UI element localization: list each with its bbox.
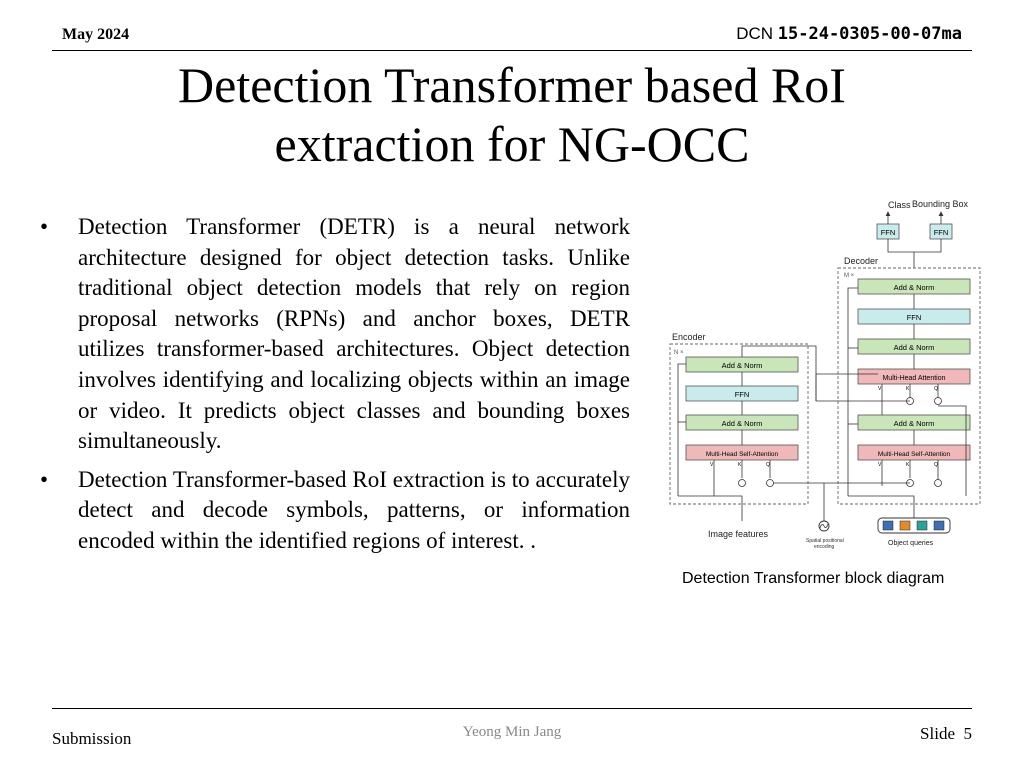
decoder-cross-attention-label: Multi-Head Attention: [882, 375, 945, 382]
bullet-text: Detection Transformer-based RoI extracti…: [78, 466, 630, 553]
k-label: K: [906, 386, 910, 392]
diagram-caption: Detection Transformer block diagram: [682, 570, 945, 587]
decoder-self-attention-label: Multi-Head Self-Attention: [878, 451, 951, 458]
encoder-label: Encoder: [672, 332, 706, 342]
decoder-label: Decoder: [844, 256, 878, 266]
decoder-add-norm-2-label: Add & Norm: [894, 343, 935, 352]
dcn-number: 15-24-0305-00-07ma: [777, 24, 962, 44]
bullet-text: Detection Transformer (DETR) is a neural…: [78, 214, 630, 454]
decoder-ffn-label: FFN: [907, 313, 922, 322]
encoder-ffn-label: FFN: [735, 390, 750, 399]
k-label: K: [906, 462, 910, 468]
footer-author: Yeong Min Jang: [462, 724, 562, 740]
detr-block-diagram: Class Bounding Box FFN FFN Decoder M × A…: [669, 199, 981, 550]
object-queries-label: Object queries: [888, 540, 934, 547]
bbox-ffn-label: FFN: [934, 228, 949, 237]
q-label: Q: [934, 462, 938, 468]
decoder-add-norm-3-label: Add & Norm: [894, 283, 935, 292]
object-query-token: [916, 520, 928, 531]
encoder-add-norm-1-label: Add & Norm: [722, 419, 763, 428]
encoder-add-norm-2-label: Add & Norm: [722, 361, 763, 370]
q-label: Q: [934, 386, 938, 392]
bullet-symbol: •: [40, 214, 49, 239]
bullet-list: • Detection Transformer (DETR) is a neur…: [40, 212, 630, 565]
header-date: May 2024: [62, 26, 130, 43]
v-label: V: [878, 386, 882, 392]
q-label: Q: [766, 462, 770, 468]
dcn-label: DCN: [736, 24, 774, 43]
v-label: V: [710, 462, 714, 468]
decoder-add-norm-1-label: Add & Norm: [894, 419, 935, 428]
title-line-2: extraction for NG-OCC: [274, 116, 750, 172]
v-label: V: [878, 462, 882, 468]
bullet-item: • Detection Transformer-based RoI extrac…: [40, 465, 630, 557]
header-rule: [52, 50, 972, 51]
object-query-token: [933, 520, 945, 531]
object-query-token: [882, 520, 894, 531]
object-query-token: [899, 520, 911, 531]
class-label: Class: [888, 200, 911, 210]
encoder-n-marker: N ×: [674, 350, 684, 356]
object-queries-box: [877, 517, 951, 534]
slide-number: 5: [963, 724, 973, 743]
bullet-symbol: •: [40, 466, 49, 492]
header-dcn: DCN 15-24-0305-00-07ma: [736, 24, 962, 44]
title-line-1: Detection Transformer based RoI: [178, 57, 846, 113]
footer-submission: Submission: [52, 729, 132, 748]
slide-title: Detection Transformer based RoI extracti…: [60, 56, 964, 174]
encoder-region: [669, 343, 809, 505]
class-ffn-label: FFN: [881, 228, 896, 237]
decoder-m-marker: M ×: [844, 273, 855, 279]
decoder-region: [837, 267, 981, 505]
footer-slide: Slide 5: [920, 724, 972, 744]
footer-rule: [52, 708, 972, 709]
bullet-item: • Detection Transformer (DETR) is a neur…: [40, 212, 630, 457]
slide-label: Slide: [920, 724, 955, 743]
spatial-encoding-label-1: Spatial positional: [806, 538, 844, 544]
image-features-label: Image features: [708, 529, 769, 539]
bbox-label: Bounding Box: [912, 199, 969, 209]
spatial-encoding-label-2: encoding: [814, 544, 835, 550]
k-label: K: [738, 462, 742, 468]
encoder-self-attention-label: Multi-Head Self-Attention: [706, 451, 779, 458]
